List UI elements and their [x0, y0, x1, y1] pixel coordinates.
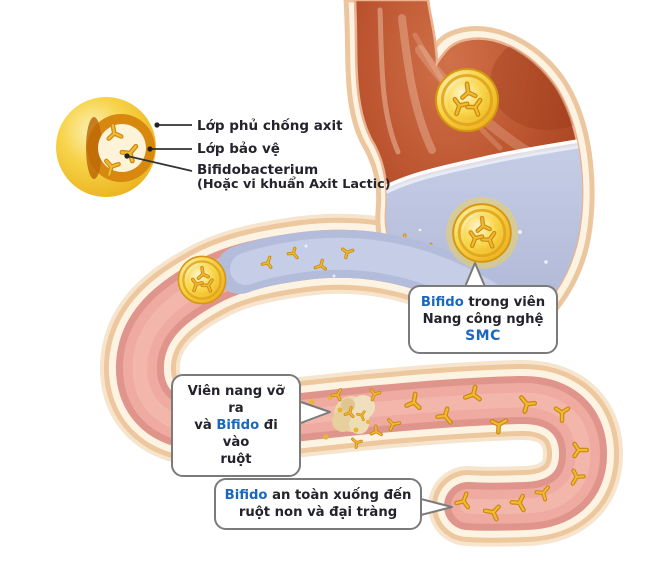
label-acid-coating-text: Lớp phủ chống axit: [197, 118, 343, 134]
callout-safe-line2: ruột non và đại tràng: [238, 505, 398, 520]
label-bifidobacterium-text: Bifidobacterium: [197, 162, 319, 178]
fundus-shading: [490, 34, 583, 130]
bacteria-in-duodenum: [260, 244, 356, 278]
label-protective-layer-text: Lớp bảo vệ: [197, 141, 280, 157]
burst-capsule-icon: [332, 395, 375, 434]
callout-burst-line3: ruột: [220, 452, 252, 467]
callout-capsule-burst: Viên nang vỡ ra và Bifido đi vào ruột: [171, 374, 301, 477]
label-bifidobacterium-alt-text: (Hoặc vi khuẩn Axit Lactic): [197, 177, 391, 193]
callout-smc-line2: Nang công nghệ: [422, 312, 544, 327]
capsule-in-acid-icon: [446, 197, 518, 269]
label-pointer-lines: [124, 122, 193, 172]
callout-safe-line1: Bifido an toàn xuống đến: [224, 488, 412, 503]
capsule-in-stomach-icon: [436, 69, 498, 131]
acid-surface-shine: [359, 136, 583, 207]
capsule-in-intestine-icon: [178, 256, 225, 303]
callout-smc-line1: Bifido trong viên: [420, 295, 546, 310]
capsule-core: [98, 124, 146, 172]
callout-bifido-safe: Bifido an toàn xuống đến ruột non và đại…: [214, 478, 422, 530]
capsule-cross-section: [56, 97, 193, 197]
callout-smc-line3: SMC: [465, 328, 501, 344]
label-acid-coating: Lớp phủ chống axit: [197, 118, 343, 134]
duodenum-acid-flow: [216, 229, 510, 320]
callout-burst-line2: và Bifido đi vào: [194, 418, 278, 450]
label-protective-layer: Lớp bảo vệ: [197, 141, 280, 157]
callout-burst-line1: Viên nang vỡ ra: [187, 384, 285, 416]
label-bifidobacterium: Bifidobacterium (Hoặc vi khuẩn Axit Lact…: [197, 162, 391, 193]
callout-capsule-in-stomach: Bifido trong viên Nang công nghệ SMC: [408, 285, 558, 354]
